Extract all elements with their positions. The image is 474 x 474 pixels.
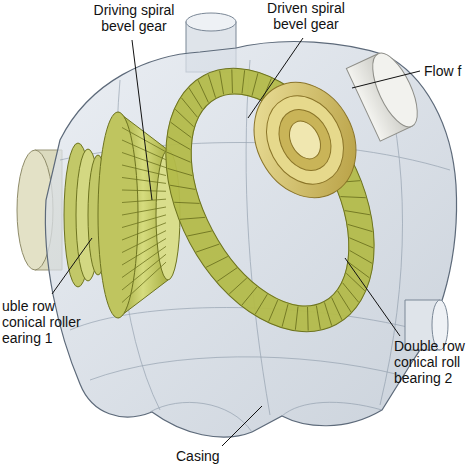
part-label: Casing xyxy=(176,448,236,464)
part-label: Driven spiral bevel gear xyxy=(250,0,362,32)
leader-lines xyxy=(52,38,420,446)
part-label: Flow f xyxy=(424,63,472,79)
part-label: Double row conical roll bearing 2 xyxy=(394,338,472,386)
flow-field-cylinder xyxy=(346,47,426,141)
part-label: uble row conical roller earing 1 xyxy=(2,298,102,346)
part-label: Driving spiral bevel gear xyxy=(78,2,190,34)
